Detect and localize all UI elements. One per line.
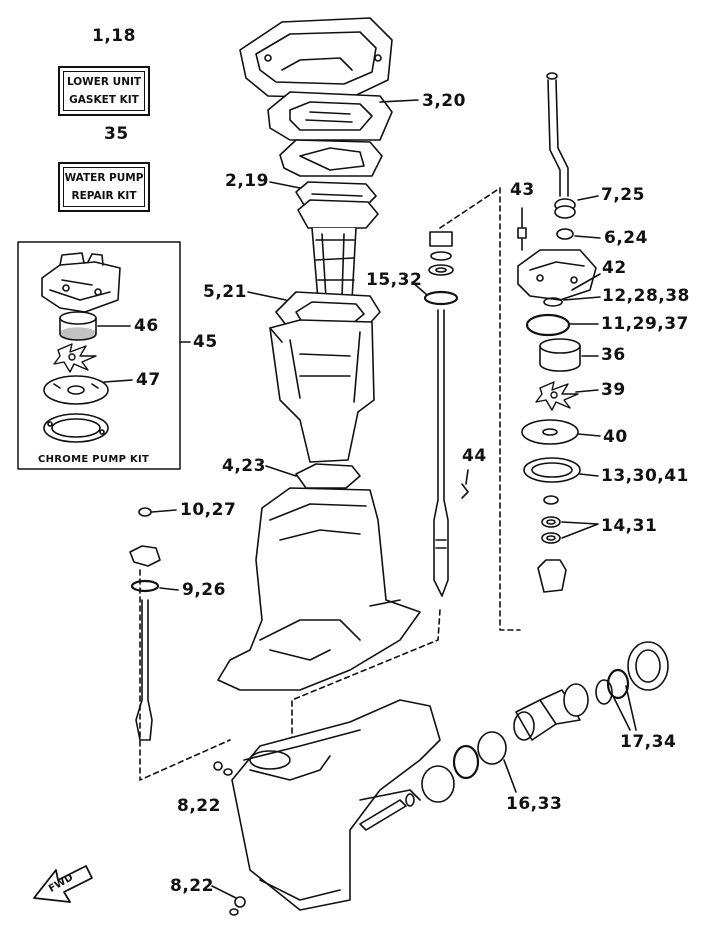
leader-12-28-38 bbox=[563, 296, 601, 301]
plug-lower bbox=[234, 896, 246, 908]
leader-2-19 bbox=[269, 181, 301, 189]
leader-7-25 bbox=[577, 195, 599, 201]
callout-2-19: 2,19 bbox=[225, 171, 269, 191]
callout-15-32: 15,32 bbox=[366, 270, 423, 290]
drive-assembly-line bbox=[439, 187, 521, 631]
callout-42: 42 bbox=[602, 258, 627, 278]
kit-cover-plate bbox=[43, 375, 109, 405]
callout-44: 44 bbox=[462, 446, 487, 466]
leader-13-30-41 bbox=[579, 473, 599, 477]
leader-6-24 bbox=[574, 235, 601, 239]
pump-repair-kit-ref: 35 bbox=[104, 124, 129, 144]
leader-8-22-lower bbox=[211, 885, 237, 899]
callout-3-20: 3,20 bbox=[422, 91, 466, 111]
upper-casing bbox=[269, 319, 375, 463]
gasket-3-20 bbox=[267, 91, 393, 141]
adapter-plate bbox=[297, 199, 379, 229]
leader-39 bbox=[575, 389, 599, 393]
top-cover-plate bbox=[239, 17, 393, 99]
callout-13-30-41: 13,30,41 bbox=[601, 466, 689, 486]
leader-17-34 bbox=[611, 685, 637, 731]
bolt-43 bbox=[517, 207, 527, 251]
oil-seal-housing bbox=[537, 559, 567, 593]
gasket-13-30-41 bbox=[523, 457, 581, 483]
leader-47 bbox=[103, 379, 133, 383]
o-ring-11-29-37 bbox=[525, 313, 571, 337]
water-tube bbox=[546, 72, 569, 197]
exhaust-guide bbox=[311, 227, 357, 301]
propeller-shaft bbox=[359, 793, 415, 831]
callout-12-28-38: 12,28,38 bbox=[602, 286, 690, 306]
callout-46: 46 bbox=[134, 316, 159, 336]
pump-repair-kit-box: WATER PUMP REPAIR KIT bbox=[58, 162, 150, 212]
callout-8-22-lower: 8,22 bbox=[170, 876, 214, 896]
callout-14-31: 14,31 bbox=[601, 516, 658, 536]
pump-housing bbox=[517, 249, 597, 301]
insert-36 bbox=[539, 338, 581, 372]
pump-repair-kit-line1: WATER PUMP bbox=[64, 172, 144, 184]
gasket-kit-line1: LOWER UNIT bbox=[66, 76, 142, 88]
leader-16-33 bbox=[503, 759, 517, 793]
leader-44 bbox=[465, 469, 469, 485]
seal-6-24 bbox=[556, 228, 574, 240]
kit-impeller-insert bbox=[59, 311, 97, 341]
leader-4-23 bbox=[265, 465, 297, 477]
lower-casing bbox=[217, 487, 421, 691]
kit-pump-housing bbox=[41, 252, 121, 313]
callout-47: 47 bbox=[136, 370, 161, 390]
shaft-to-gearcase-line bbox=[291, 609, 441, 791]
callout-6-24: 6,24 bbox=[604, 228, 648, 248]
chrome-pump-kit-frame bbox=[17, 241, 181, 470]
o-ring-12-28-38 bbox=[543, 297, 563, 307]
bearing-housing-stack bbox=[421, 641, 669, 803]
shaft-bushing-stack bbox=[428, 231, 454, 276]
plate-under-gasket bbox=[279, 139, 383, 177]
callout-36: 36 bbox=[601, 345, 626, 365]
plate-40 bbox=[521, 419, 579, 445]
leader-9-26 bbox=[159, 587, 179, 591]
callout-8-22-upper: 8,22 bbox=[177, 796, 221, 816]
leader-40 bbox=[577, 433, 601, 437]
callout-11-29-37: 11,29,37 bbox=[601, 314, 689, 334]
callout-10-27: 10,27 bbox=[180, 500, 237, 520]
callout-7-25: 7,25 bbox=[601, 185, 645, 205]
leader-14-31 bbox=[561, 521, 599, 539]
o-ring-15-32 bbox=[423, 290, 459, 306]
callout-17-34: 17,34 bbox=[620, 732, 677, 752]
leader-42 bbox=[571, 273, 601, 291]
leader-3-20 bbox=[379, 99, 419, 103]
gear-case bbox=[231, 699, 441, 911]
callout-16-33: 16,33 bbox=[506, 794, 563, 814]
fwd-arrow-icon bbox=[33, 865, 93, 903]
gasket-kit-ref: 1,18 bbox=[92, 26, 136, 46]
shift-rod-assembly bbox=[129, 507, 161, 741]
grommet-7-25 bbox=[554, 198, 576, 219]
gasket-kit-box: LOWER UNIT GASKET KIT bbox=[58, 66, 150, 116]
chrome-pump-kit-label: CHROME PUMP KIT bbox=[38, 454, 150, 465]
gasket-4-23 bbox=[295, 463, 361, 489]
leader-5-21 bbox=[247, 291, 287, 301]
pump-repair-kit-line2: REPAIR KIT bbox=[71, 190, 137, 202]
pin-44 bbox=[461, 483, 469, 499]
impeller-39 bbox=[535, 381, 579, 411]
leader-10-27 bbox=[151, 509, 177, 513]
callout-45: 45 bbox=[193, 332, 218, 352]
kit-gasket bbox=[43, 413, 109, 443]
seals-14-31 bbox=[541, 495, 561, 544]
callout-43: 43 bbox=[510, 180, 535, 200]
drive-shaft bbox=[433, 309, 449, 597]
plug-upper bbox=[213, 761, 223, 771]
callout-5-21: 5,21 bbox=[203, 282, 247, 302]
callout-9-26: 9,26 bbox=[182, 580, 226, 600]
callout-39: 39 bbox=[601, 380, 626, 400]
callout-4-23: 4,23 bbox=[222, 456, 266, 476]
leader-15-32 bbox=[411, 281, 427, 295]
kit-impeller bbox=[53, 343, 97, 373]
gasket-kit-line2: GASKET KIT bbox=[69, 94, 139, 106]
callout-40: 40 bbox=[603, 427, 628, 447]
shift-rod-assembly-line bbox=[139, 569, 231, 781]
